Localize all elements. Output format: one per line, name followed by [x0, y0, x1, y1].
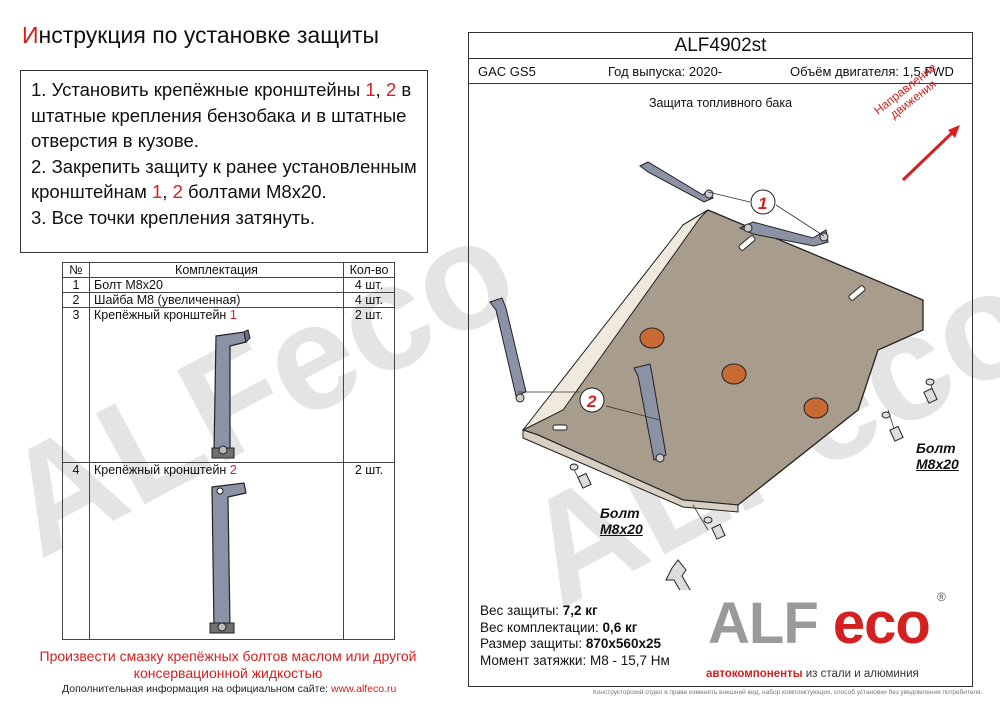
step-3: 3. Все точки крепления затянуть.: [31, 206, 315, 228]
spec-size: Размер защиты: 870x560x25: [480, 636, 661, 651]
callout-2-circle: [579, 387, 605, 413]
bracket-1: [639, 161, 714, 203]
table-row: 2 Шайба М8 (увеличенная) 4 шт.: [62, 292, 395, 308]
bracket-1-illustration: [211, 329, 251, 459]
engine-volume: Объём двигателя: 1,5 FWD: [790, 64, 954, 79]
parts-table: № Комплектация Кол-во 1 Болт М8х20 4 шт.…: [62, 262, 395, 640]
bracket-2: [489, 297, 527, 397]
callout-1-circle: [750, 189, 776, 215]
table-row: 1 Болт М8х20 4 шт.: [62, 277, 395, 293]
wrench-icon: [665, 559, 691, 590]
step-2: 2. Закрепить защиту к ранее установленны…: [31, 155, 417, 203]
right-panel-frame: [468, 32, 973, 687]
rubber-pad: [803, 397, 829, 419]
brand-tagline: автокомпоненты из стали и алюминия: [706, 668, 919, 680]
model-info-line: GAC GS5 Год выпуска: 2020- Объём двигате…: [468, 58, 973, 84]
col-num: №: [62, 262, 90, 278]
product-code: ALF4902st: [674, 35, 767, 56]
col-qty: Кол-во: [343, 262, 395, 278]
table-header-row: № Комплектация Кол-во: [62, 262, 395, 278]
step-1: 1. Установить крепёжные кронштейны 1, 2 …: [31, 79, 412, 151]
skid-plate-edge: [522, 429, 739, 513]
specs-block: Вес защиты: 7,2 кг Вес комплектации: 0,6…: [480, 603, 670, 669]
spec-torque: Момент затяжки: М8 - 15,7 Нм: [480, 652, 670, 668]
bracket-2-illustration: [209, 482, 247, 634]
callout-1: 1: [758, 194, 767, 213]
website-link[interactable]: www.alfeco.ru: [331, 683, 397, 695]
assembly-diagram: 1 2: [489, 125, 960, 590]
bracket-2b: [633, 363, 667, 461]
fine-print: Конструкторский отдел в праве изменять в…: [593, 689, 983, 696]
grease-note: Произвести смазку крепёжных болтов масло…: [39, 648, 417, 681]
page-title: Инструкция по установке защиты: [22, 22, 380, 48]
brand-logo: ALF eco: [708, 591, 931, 656]
spec-kit-weight: Вес комплектации: 0,6 кг: [480, 619, 638, 635]
bolts: [569, 378, 938, 540]
model-year: Год выпуска: 2020-: [608, 64, 723, 79]
rubber-pad: [639, 327, 665, 349]
direction-arrow: [901, 130, 955, 182]
col-name: Комплектация: [89, 262, 344, 278]
car-model: GAC GS5: [478, 64, 536, 79]
callout-2: 2: [586, 392, 597, 411]
table-row: 4 Крепёжный кронштейн 2 2 шт.: [62, 462, 395, 640]
rubber-pad: [721, 363, 747, 385]
extra-info: Дополнительная информация на официальном…: [62, 683, 397, 695]
part-name: Защита топливного бака: [648, 96, 793, 110]
table-row: 3 Крепёжный кронштейн 1 2 шт.: [62, 307, 395, 463]
skid-plate-side-flange: [522, 209, 709, 431]
registered-mark: ®: [937, 590, 946, 604]
instructions-box: 1. Установить крепёжные кронштейны 1, 2 …: [20, 70, 428, 253]
spec-weight: Вес защиты: 7,2 кг: [480, 603, 598, 618]
